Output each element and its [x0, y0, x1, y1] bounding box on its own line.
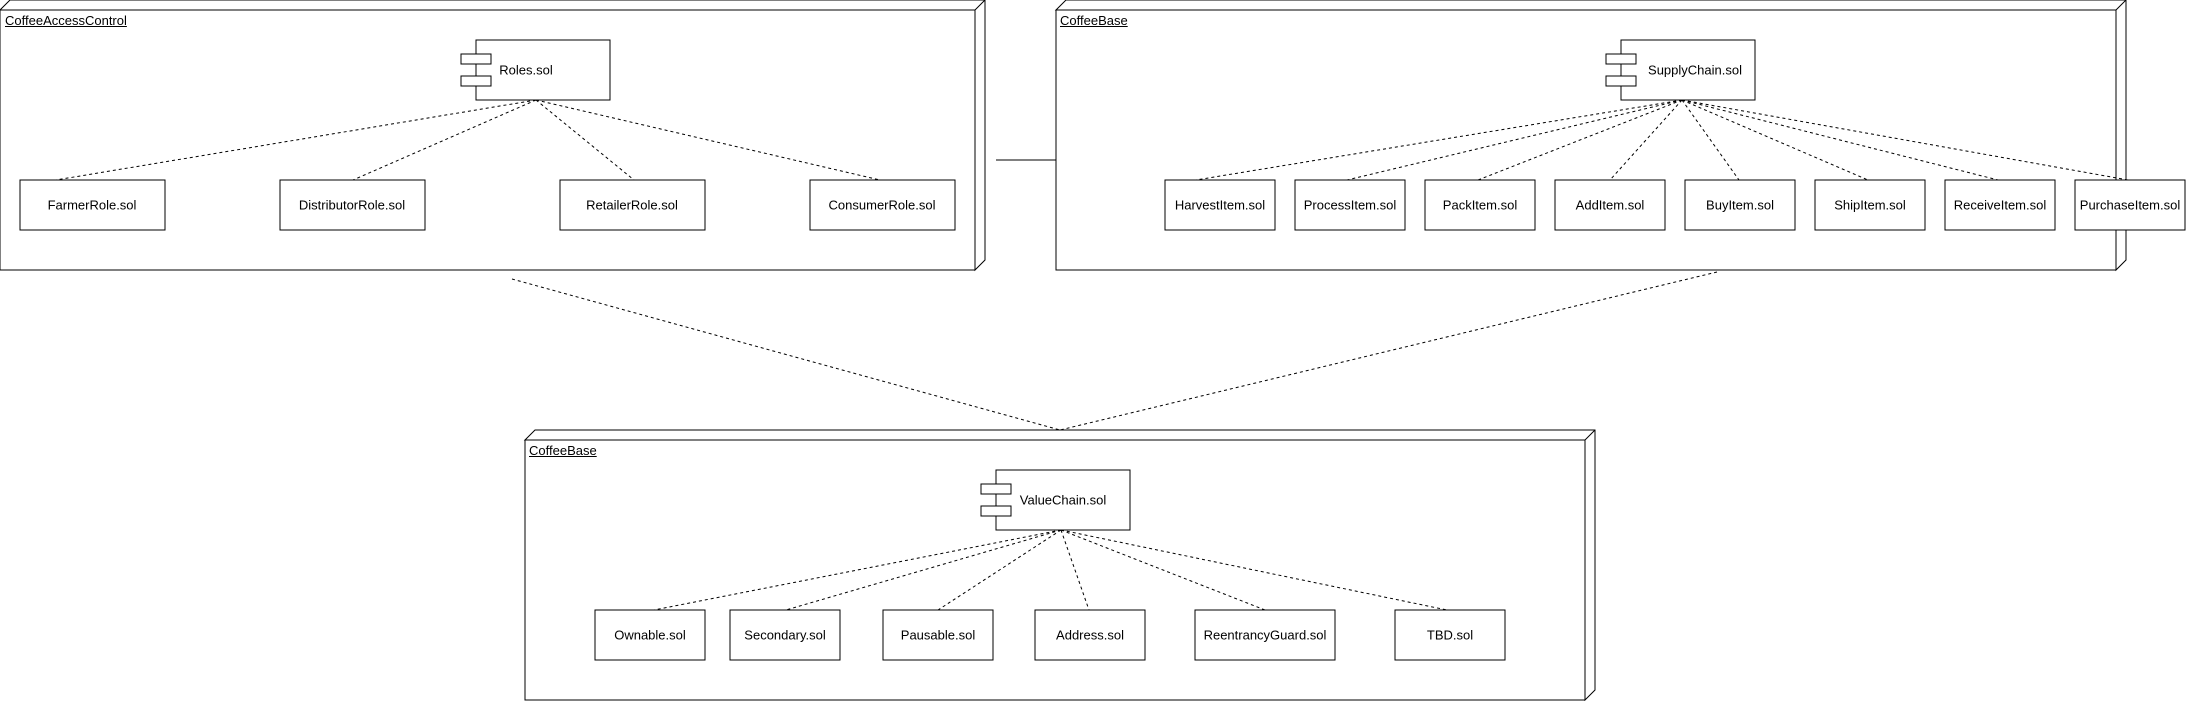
supply-item-boxes — [1164, 179, 2186, 231]
supply-chain-dependencies — [1195, 99, 2129, 181]
child-label-distributor-role: DistributorRole.sol — [298, 197, 406, 213]
retailer-role-box — [559, 179, 706, 231]
role-boxes — [19, 179, 956, 231]
child-label-retailer-role: RetailerRole.sol — [586, 197, 678, 213]
component-label-supply-chain: SupplyChain.sol — [1648, 62, 1742, 78]
component-roles[interactable] — [460, 39, 611, 101]
child-label-ship-item: ShipItem.sol — [1834, 197, 1906, 213]
child-label-receive-item: ReceiveItem.sol — [1953, 197, 2047, 213]
roles-dependencies — [55, 99, 881, 181]
dependency-link-left — [511, 278, 1061, 431]
child-label-ownable: Ownable.sol — [614, 627, 686, 643]
dependency-link-right — [1059, 271, 1718, 431]
component-label-roles: Roles.sol — [499, 62, 553, 78]
library-boxes — [594, 609, 1506, 661]
child-label-add-item: AddItem.sol — [1575, 197, 1645, 213]
farmer-role-box — [19, 179, 166, 231]
value-chain-dependencies — [653, 529, 1448, 611]
child-label-buy-item: BuyItem.sol — [1706, 197, 1774, 213]
node-title-coffee-base-bottom: CoffeeBase — [529, 443, 597, 458]
child-label-reentrancy-guard: ReentrancyGuard.sol — [1203, 627, 1327, 643]
distributor-role-box — [279, 179, 426, 231]
child-label-address: Address.sol — [1056, 627, 1124, 643]
child-label-pack-item: PackItem.sol — [1442, 197, 1518, 213]
node-title-coffee-access-control: CoffeeAccessControl — [5, 13, 127, 28]
child-label-process-item: ProcessItem.sol — [1303, 197, 1397, 213]
component-value-chain[interactable] — [980, 469, 1131, 531]
child-label-secondary: Secondary.sol — [744, 627, 826, 643]
child-label-pausable: Pausable.sol — [900, 627, 976, 643]
node-title-coffee-base-top: CoffeeBase — [1060, 13, 1128, 28]
child-label-harvest-item: HarvestItem.sol — [1174, 197, 1266, 213]
child-label-purchase-item: PurchaseItem.sol — [2079, 197, 2181, 213]
component-label-value-chain: ValueChain.sol — [1019, 492, 1107, 508]
child-label-farmer-role: FarmerRole.sol — [47, 197, 137, 213]
child-label-consumer-role: ConsumerRole.sol — [828, 197, 936, 213]
consumer-role-box — [809, 179, 956, 231]
child-label-tbd: TBD.sol — [1426, 627, 1474, 643]
component-supply-chain[interactable] — [1605, 39, 1756, 101]
